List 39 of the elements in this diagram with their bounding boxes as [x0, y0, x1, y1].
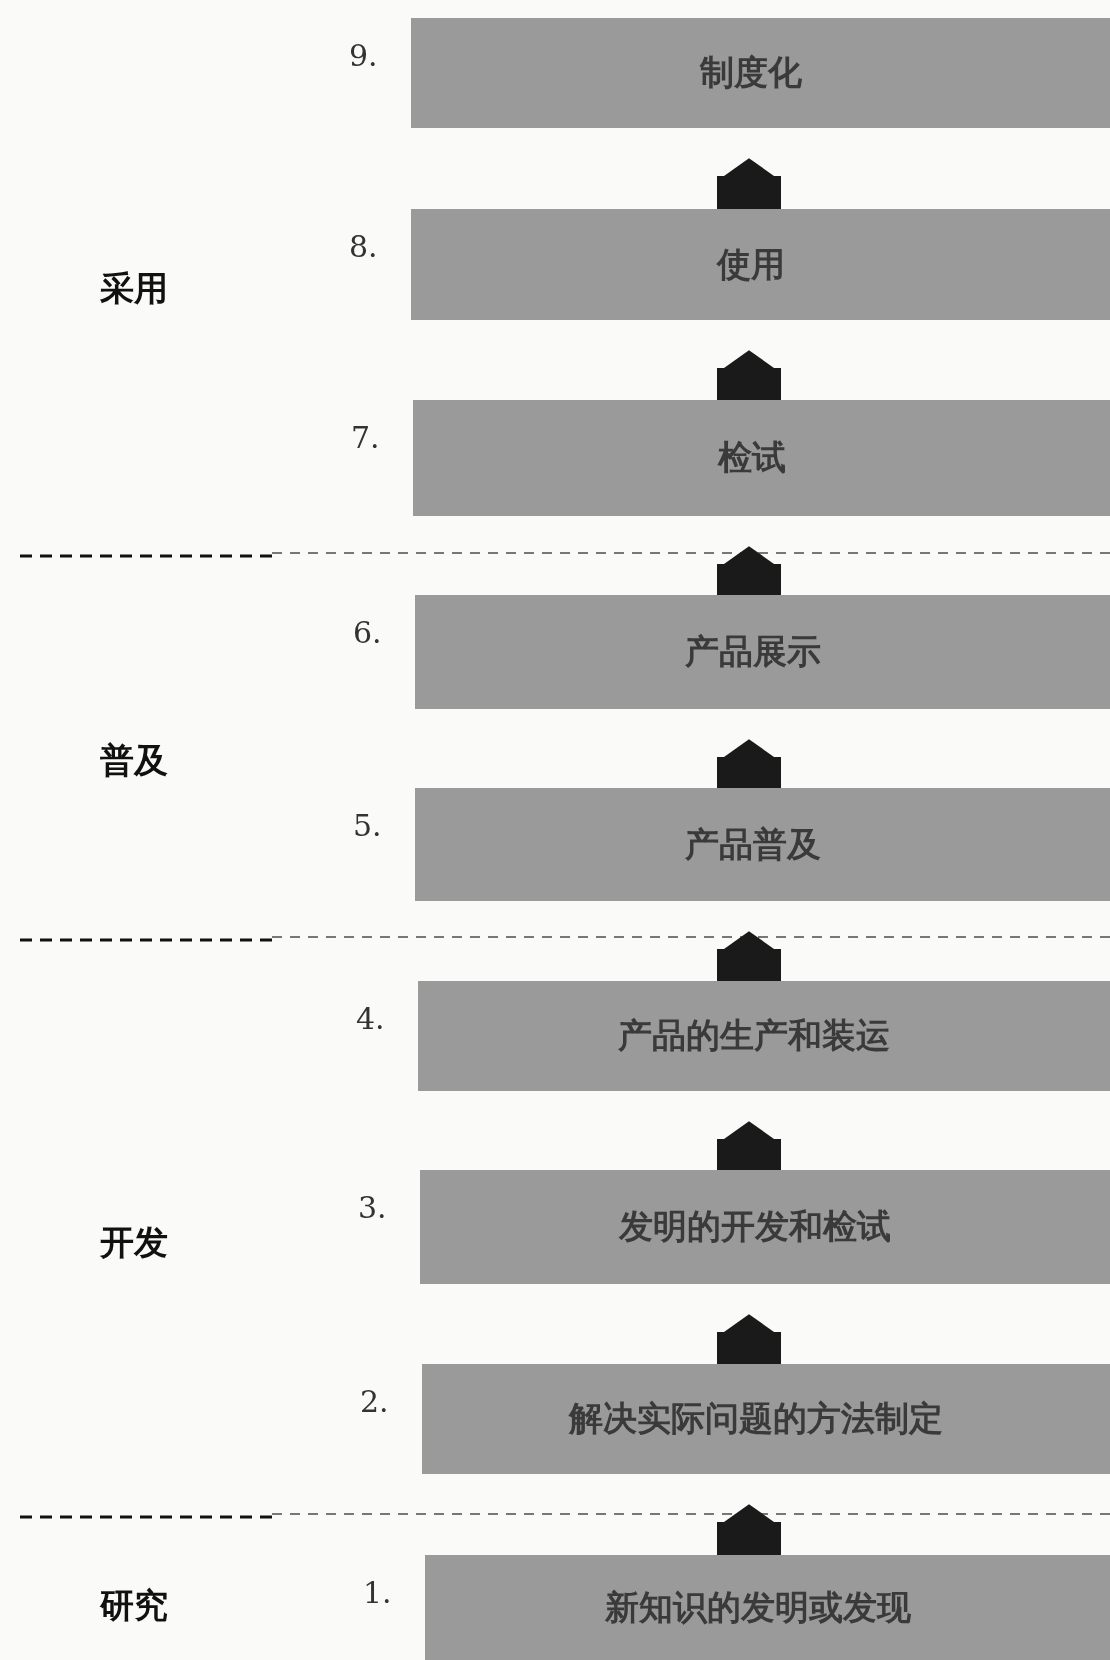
step-number: 5.	[353, 808, 382, 843]
step-number: 7.	[351, 420, 380, 455]
bar-title: 新知识的发明或发现	[604, 1585, 911, 1629]
stage-bar	[411, 209, 1110, 320]
bar-title: 产品普及	[684, 822, 821, 866]
step-number: 9.	[349, 38, 378, 73]
stage-bar	[415, 595, 1110, 709]
phase-label: 采用	[100, 267, 168, 310]
phase-label: 普及	[100, 739, 168, 782]
step-number: 1.	[363, 1575, 392, 1610]
stage-bar	[413, 400, 1110, 516]
stage-bar	[411, 18, 1110, 128]
bar-title: 发明的开发和检试	[619, 1205, 891, 1248]
stage-bar	[420, 1170, 1110, 1284]
step-number: 2.	[360, 1384, 389, 1419]
step-number: 3.	[358, 1190, 387, 1225]
step-number: 8.	[349, 229, 378, 264]
block-arrow	[717, 350, 781, 400]
block-arrow	[717, 546, 781, 595]
bar-title: 使用	[716, 242, 785, 286]
step-number: 4.	[356, 1001, 385, 1036]
block-arrow	[717, 739, 781, 788]
block-arrow	[717, 1504, 781, 1555]
block-arrow	[717, 1121, 781, 1170]
stage-bar	[422, 1364, 1110, 1474]
bar-title: 制度化	[699, 51, 802, 94]
block-arrow	[717, 158, 781, 209]
bar-title: 检试	[717, 436, 786, 479]
block-arrow	[717, 931, 781, 981]
block-arrow	[717, 1314, 781, 1364]
stage-bar	[415, 788, 1110, 901]
stage-bar	[418, 981, 1110, 1091]
stage-bar	[425, 1555, 1110, 1660]
phase-label: 开发	[100, 1221, 168, 1264]
bar-title: 解决实际问题的方法制定	[569, 1397, 943, 1440]
step-number: 6.	[353, 615, 382, 650]
bar-title: 产品的生产和装运	[618, 1014, 890, 1057]
phase-label: 研究	[100, 1584, 168, 1627]
bar-title: 产品展示	[684, 630, 821, 673]
